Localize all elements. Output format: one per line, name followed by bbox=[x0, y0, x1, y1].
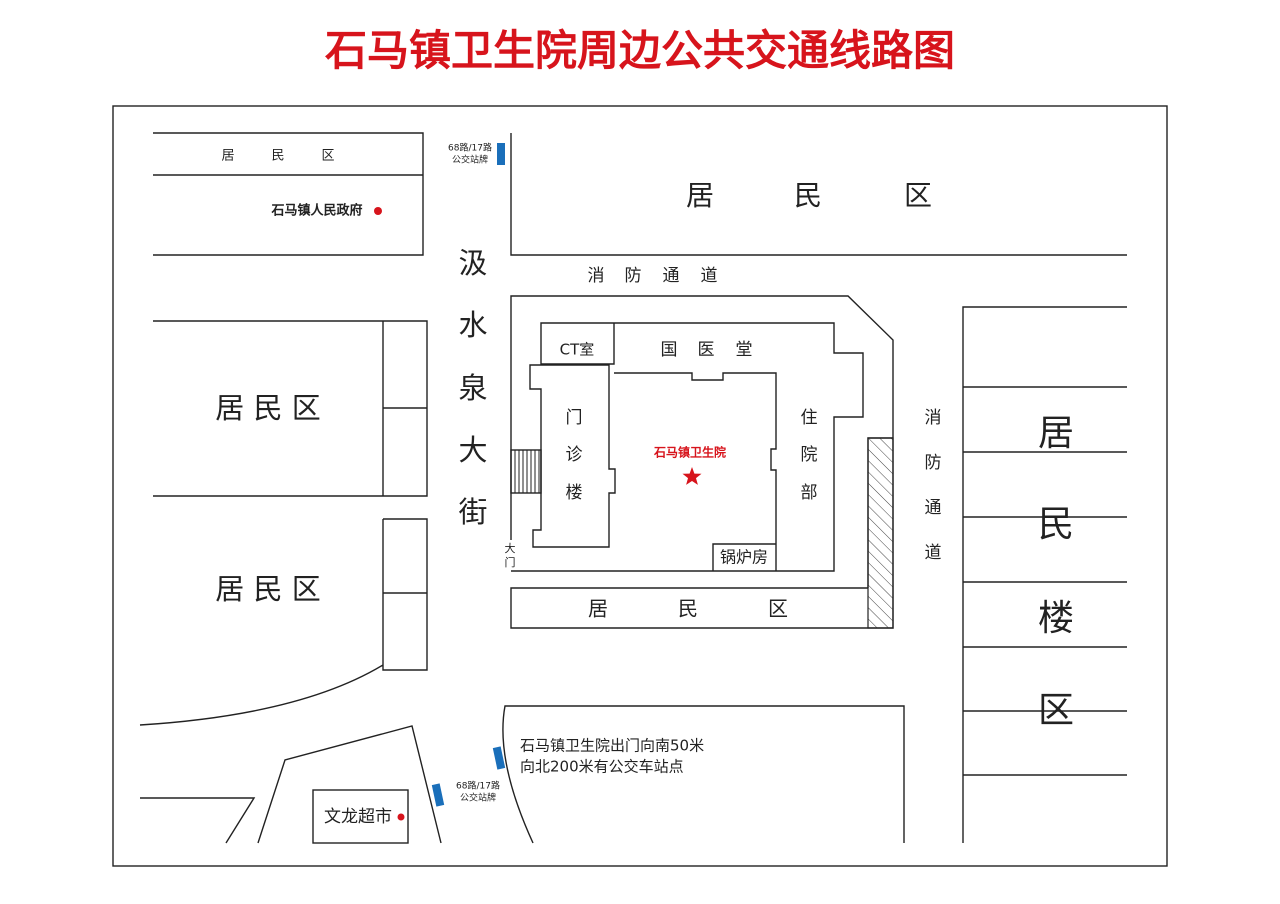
label-char: 区 bbox=[321, 149, 334, 164]
hospital-compound: CT室 国 医 堂 门 诊 楼 住 院 部 锅炉房 大 门 石马镇卫生院 居 民… bbox=[505, 295, 894, 629]
label-char: 部 bbox=[801, 483, 818, 503]
label-char: 消 bbox=[588, 266, 605, 286]
supermarket-marker bbox=[397, 813, 405, 821]
label-char: 道 bbox=[701, 266, 718, 286]
supermarket-label: 文龙超市 bbox=[324, 807, 392, 827]
label-char: 住 bbox=[801, 408, 818, 428]
top-left-residential-block: 居 民 区 石马镇人民政府 bbox=[153, 132, 424, 256]
label-char: 区 bbox=[1038, 690, 1074, 731]
label-char: 防 bbox=[925, 453, 942, 473]
bottom-right-block bbox=[502, 705, 905, 844]
label-char: 医 bbox=[698, 340, 715, 360]
label-char: 民 bbox=[1038, 504, 1074, 545]
label-char: 居 bbox=[221, 149, 234, 164]
label-char: 门 bbox=[566, 408, 583, 428]
left-residential-block-1 bbox=[153, 320, 428, 497]
label-char: 民 bbox=[271, 149, 284, 164]
label-char: 楼 bbox=[566, 483, 583, 503]
bus-stop-label: 公交站牌 bbox=[452, 154, 488, 166]
label-char: 通 bbox=[663, 266, 680, 286]
directions-note-line2: 向北200米有公交车站点 bbox=[520, 758, 684, 776]
label-char: 居 bbox=[1038, 413, 1074, 454]
label-char: 道 bbox=[925, 543, 942, 563]
hospital-star-icon bbox=[682, 467, 702, 485]
bus-stop-label: 68路/17路 bbox=[456, 780, 500, 792]
boiler-room-label: 锅炉房 bbox=[720, 548, 768, 567]
label-char: 楼 bbox=[1038, 598, 1074, 639]
label-char: 民 bbox=[794, 179, 822, 212]
label-char: 诊 bbox=[566, 445, 583, 465]
label-char: 防 bbox=[625, 266, 642, 286]
label-char: 汲 bbox=[458, 246, 487, 280]
supermarket-block bbox=[312, 789, 409, 844]
label-char: 泉 bbox=[458, 371, 487, 405]
label-char: 院 bbox=[801, 445, 818, 465]
label-char: 居 bbox=[588, 597, 608, 621]
entrance-stairs bbox=[510, 449, 542, 494]
hospital-name-label: 石马镇卫生院 bbox=[653, 445, 726, 460]
label-char: 国 bbox=[661, 340, 678, 360]
label-char: 消 bbox=[925, 408, 942, 428]
label-char: 堂 bbox=[736, 340, 753, 360]
bus-stop-label: 68路/17路 bbox=[448, 142, 492, 154]
bus-stop-sign-south-2 bbox=[492, 746, 506, 770]
label-char: 街 bbox=[458, 495, 487, 529]
map-title: 石马镇卫生院周边公共交通线路图 bbox=[325, 26, 955, 75]
bus-stop-sign-north bbox=[497, 143, 505, 165]
residential-left-1-label: 居 民 区 bbox=[215, 391, 320, 425]
map-frame bbox=[112, 105, 1168, 867]
label-char: 大 bbox=[505, 541, 516, 555]
residential-buildings-block bbox=[962, 306, 1127, 843]
street-label: 汲 水 泉 大 街 bbox=[458, 246, 487, 529]
label-char: 居 bbox=[686, 179, 714, 212]
bus-stop-label: 公交站牌 bbox=[460, 792, 496, 804]
hatched-area bbox=[867, 437, 894, 629]
government-label: 石马镇人民政府 bbox=[270, 203, 362, 219]
bottom-roads bbox=[140, 725, 442, 844]
label-char: 区 bbox=[904, 179, 932, 212]
government-marker bbox=[374, 207, 382, 215]
label-char: 大 bbox=[458, 433, 487, 467]
label-char: 门 bbox=[505, 555, 516, 569]
label-char: 水 bbox=[458, 308, 487, 342]
residential-left-2-label: 居 民 区 bbox=[215, 572, 320, 606]
left-residential-block-2 bbox=[139, 518, 428, 726]
label-char: 民 bbox=[678, 597, 698, 621]
top-residential-boundary bbox=[510, 133, 1127, 256]
ct-room-label: CT室 bbox=[560, 341, 595, 359]
directions-note-line1: 石马镇卫生院出门向南50米 bbox=[520, 737, 704, 755]
bus-stop-sign-south-1 bbox=[431, 783, 445, 807]
label-char: 通 bbox=[925, 498, 942, 518]
label-char: 区 bbox=[768, 597, 788, 621]
